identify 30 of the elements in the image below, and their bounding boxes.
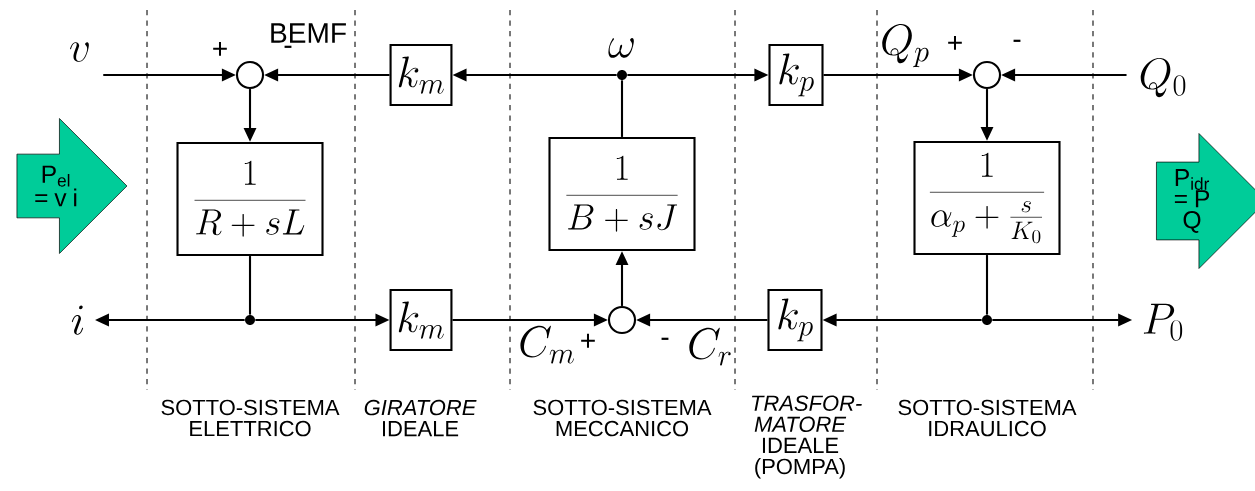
sign-label: - <box>1013 39 1021 42</box>
section-caption: SOTTO-SISTEMA IDRAULICO <box>898 399 1077 437</box>
summing-junction <box>972 60 1002 90</box>
gain-block: $k_m$ <box>389 288 453 352</box>
signal-label: $P_0$ <box>1143 303 1183 341</box>
transfer-function-block: $\frac{1}{R+sL}$ <box>176 141 324 257</box>
signal-label: $\omega$ <box>608 38 634 58</box>
sign-label: BEMF <box>271 23 346 43</box>
gain-block: $k_p$ <box>768 43 824 107</box>
sign-label: + <box>948 35 962 50</box>
sign-label: + <box>213 41 227 56</box>
summing-junction <box>235 60 265 90</box>
section-caption: GIRATORE IDEALE <box>364 399 477 437</box>
summing-junction <box>607 305 637 335</box>
section-caption: SOTTO-SISTEMA MECCANICO <box>533 399 712 437</box>
sign-label: + <box>581 333 595 348</box>
transfer-function-block: $\frac{1}{B+sJ}$ <box>548 136 696 252</box>
gain-block: $k_p$ <box>767 288 823 352</box>
gain-block: $k_m$ <box>389 43 453 107</box>
signal-label: $Q_p$ <box>882 23 929 68</box>
signal-label: $Q_0$ <box>1140 57 1186 98</box>
signal-label: $C_m$ <box>520 325 574 364</box>
sign-label: - <box>661 337 669 340</box>
section-caption: TRASFOR-MATORE IDEALE (POMPA) <box>752 395 862 479</box>
signal-label: $C_r$ <box>689 327 731 366</box>
transfer-function-block: $\frac{1}{\alpha_p+\frac{s}{K_0}}$ <box>913 140 1061 256</box>
signal-label: $v$ <box>70 42 89 62</box>
sign-label: - <box>284 45 292 48</box>
signal-label: $i$ <box>71 305 84 335</box>
section-caption: SOTTO-SISTEMA ELETTRICO <box>161 399 340 437</box>
